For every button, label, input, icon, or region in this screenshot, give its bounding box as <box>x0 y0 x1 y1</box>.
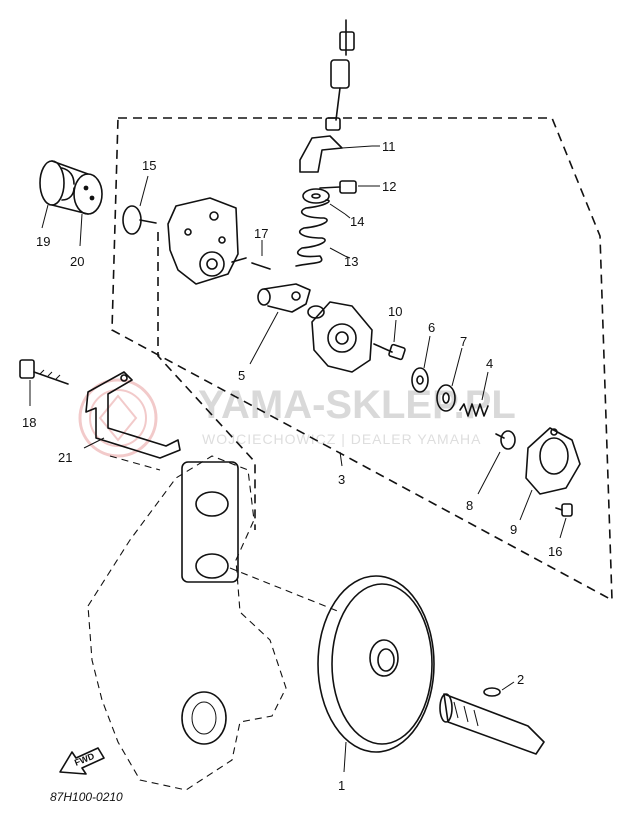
watermark-subtitle: WOJCIECHOWICZ | DEALER YAMAHA <box>202 431 481 447</box>
watermark-logo <box>78 378 158 458</box>
pin-part-17 <box>251 240 271 270</box>
spring-part-4 <box>459 371 489 417</box>
plunger-part-8 <box>477 430 516 495</box>
washer-part-15 <box>122 175 157 235</box>
callout-5: 5 <box>238 368 245 383</box>
callout-11: 11 <box>382 139 396 154</box>
callouts: 1 2 3 4 5 6 7 8 9 10 11 12 13 14 15 16 1… <box>22 139 562 793</box>
callout-18: 18 <box>22 415 36 430</box>
assembly-link-line <box>157 232 256 530</box>
clip-part-7 <box>436 347 463 412</box>
bracket-part-21 <box>83 371 181 471</box>
callout-10: 10 <box>388 304 402 319</box>
fwd-label: FWD <box>73 751 96 768</box>
governor-housing <box>167 197 247 285</box>
callout-9: 9 <box>510 522 517 537</box>
callout-15: 15 <box>142 158 156 173</box>
assembly-boundary <box>111 117 613 602</box>
nut-part-14 <box>302 188 346 215</box>
shaft-and-key-part-2 <box>439 681 545 755</box>
central-cover <box>307 301 373 373</box>
watermark: YAMA-SKLEP.PL WOJCIECHOWICZ | DEALER YAM… <box>78 378 516 458</box>
callout-3: 3 <box>338 472 345 487</box>
callout-13: 13 <box>344 254 358 269</box>
callout-21: 21 <box>58 450 72 465</box>
fwd-arrow-icon: FWD <box>59 747 105 775</box>
screw-part-16 <box>555 503 573 539</box>
cable-rod <box>325 19 355 131</box>
pulley-part-1 <box>317 575 435 773</box>
callout-17: 17 <box>254 226 268 241</box>
bolt-part-18 <box>19 359 69 406</box>
watermark-title: YAMA-SKLEP.PL <box>198 383 516 427</box>
lever-part-5 <box>249 283 311 365</box>
cap-part-19-20 <box>39 160 103 247</box>
spring-part-13 <box>295 199 346 267</box>
bolt-part-10 <box>373 319 406 361</box>
callout-12: 12 <box>382 179 396 194</box>
bracket-part-11 <box>299 135 373 173</box>
leader-lines <box>339 145 380 467</box>
drawing-code: 87H100-0210 <box>50 790 123 804</box>
washer-part-6 <box>411 335 431 393</box>
callout-16: 16 <box>548 544 562 559</box>
callout-19: 19 <box>36 234 50 249</box>
callout-1: 1 <box>338 778 345 793</box>
callout-14: 14 <box>350 214 364 229</box>
callout-7: 7 <box>460 334 467 349</box>
callout-2: 2 <box>517 672 524 687</box>
callout-8: 8 <box>466 498 473 513</box>
crankcase-outline <box>87 455 341 791</box>
callout-20: 20 <box>70 254 84 269</box>
callout-4: 4 <box>486 356 493 371</box>
bolt-part-12 <box>319 180 372 194</box>
cap-part-9 <box>519 427 581 521</box>
callout-6: 6 <box>428 320 435 335</box>
